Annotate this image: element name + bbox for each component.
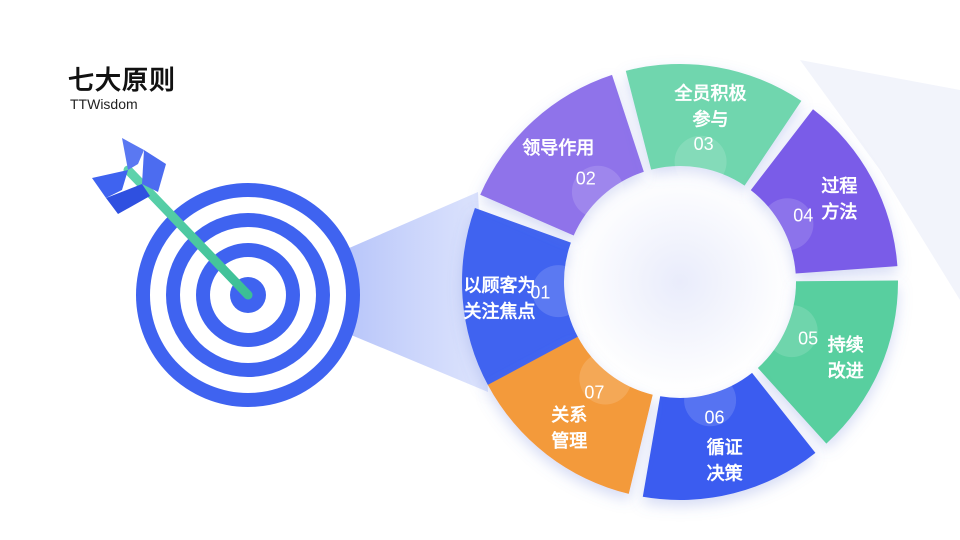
segment-shape xyxy=(757,280,898,444)
segment-shape xyxy=(625,63,802,186)
segment-number: 04 xyxy=(793,206,813,226)
segment-label-line1: 全员积极 xyxy=(674,83,748,105)
segment-shape xyxy=(462,208,578,386)
ring-center xyxy=(570,172,790,392)
background-wedge xyxy=(800,60,960,300)
segment-label-line2: 参与 xyxy=(693,109,729,131)
arrow-icon xyxy=(92,138,253,300)
segment-notch xyxy=(761,198,814,251)
segment-notch xyxy=(674,135,727,188)
segment-notch xyxy=(532,265,585,318)
segment-shape xyxy=(750,109,898,274)
segment-number: 01 xyxy=(530,282,550,302)
page-subtitle: TTWisdom xyxy=(70,96,138,112)
segment-shape xyxy=(642,372,816,501)
segment-notch xyxy=(571,165,624,218)
segment-label-line2: 关注焦点 xyxy=(464,301,536,323)
segment-label-line1: 过程 xyxy=(821,175,857,197)
segment-notch xyxy=(579,352,632,405)
segment-label-line2: 管理 xyxy=(551,430,587,452)
segment-label-line2: 方法 xyxy=(821,201,857,223)
segment-number: 03 xyxy=(694,134,714,154)
segment-number: 05 xyxy=(798,328,818,348)
focus-beam xyxy=(248,192,488,392)
segment-shape xyxy=(480,74,644,236)
segment-label-line2: 决策 xyxy=(707,462,744,484)
segment-number: 06 xyxy=(705,408,725,428)
segment-label-line1: 领导作用 xyxy=(522,137,594,159)
segment-label-line1: 持续 xyxy=(828,334,864,356)
segment-label-line2: 改进 xyxy=(828,360,864,382)
segment-shape xyxy=(487,336,653,494)
segment-label-line1: 循证 xyxy=(707,436,743,458)
segment-number: 02 xyxy=(576,168,596,188)
segment-notch xyxy=(765,305,818,358)
segment-notch xyxy=(684,374,737,427)
principle-segment-02: 领导作用 02 xyxy=(480,74,644,236)
segment-label-line1: 以顾客为 xyxy=(464,275,536,297)
page-title: 七大原则 xyxy=(68,66,177,96)
segment-label-line1: 关系 xyxy=(551,404,587,426)
segment-number: 07 xyxy=(584,383,604,403)
